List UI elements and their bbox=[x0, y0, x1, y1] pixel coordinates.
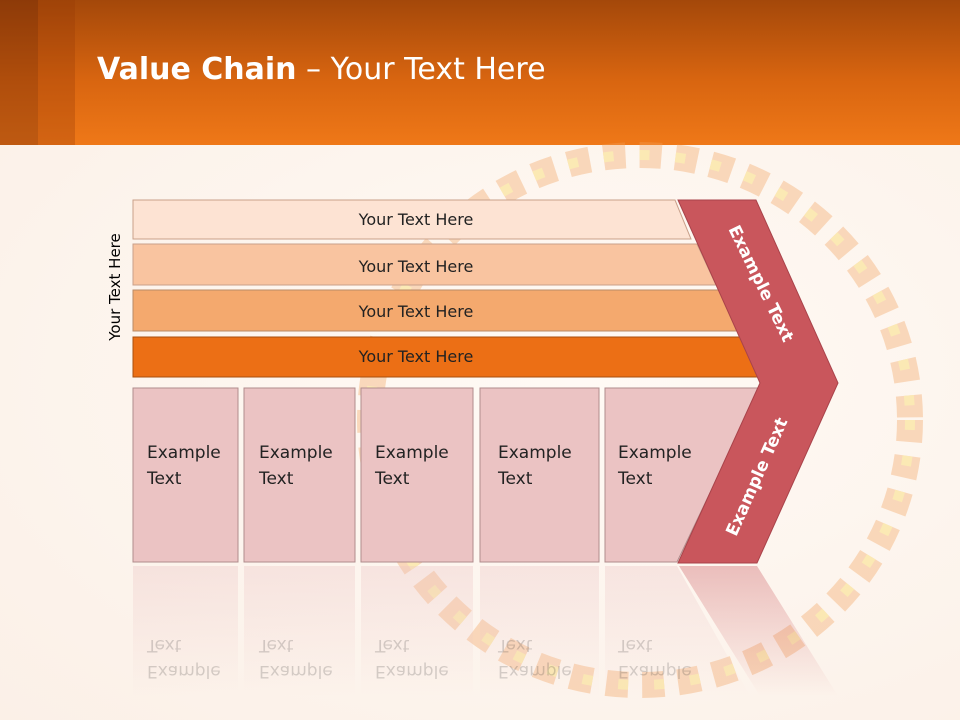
box-reflection bbox=[133, 566, 238, 696]
box-reflection bbox=[244, 566, 355, 696]
reflection-text-line: Text bbox=[618, 635, 653, 655]
reflection-text-line: Example bbox=[618, 661, 692, 681]
reflection-text: Example Text bbox=[618, 632, 692, 684]
reflection-text-line: Example bbox=[375, 661, 449, 681]
slide-title: Value Chain – Your Text Here bbox=[97, 52, 546, 87]
reflection-text-line: Example bbox=[259, 661, 333, 681]
activity-text-line: Example bbox=[498, 443, 572, 463]
activity-text-line: Text bbox=[147, 469, 182, 489]
activity-text-line: Text bbox=[618, 469, 653, 489]
row-bar-1 bbox=[132, 199, 692, 240]
reflection-text: Example Text bbox=[259, 632, 333, 684]
activity-text-line: Text bbox=[375, 469, 410, 489]
reflection-text: Example Text bbox=[498, 632, 572, 684]
header-stripe bbox=[38, 0, 75, 145]
reflection-text-line: Text bbox=[375, 635, 410, 655]
activity-box-1 bbox=[132, 387, 239, 563]
box-reflection bbox=[605, 566, 750, 696]
reflection-text-line: Text bbox=[498, 635, 533, 655]
reflection-text-line: Text bbox=[147, 635, 182, 655]
header-bar: Value Chain – Your Text Here bbox=[0, 0, 960, 145]
reflection-text: Example Text bbox=[375, 632, 449, 684]
row-label-1: Your Text Here bbox=[358, 210, 474, 229]
reflection-text-line: Text bbox=[259, 635, 294, 655]
reflection-text: Example Text bbox=[147, 632, 221, 684]
activity-text-line: Example bbox=[375, 443, 449, 463]
activity-box-4 bbox=[479, 387, 600, 563]
activity-text-line: Text bbox=[498, 469, 533, 489]
activity-text-line: Text bbox=[259, 469, 294, 489]
box-reflection bbox=[480, 566, 599, 696]
reflection-text-line: Example bbox=[498, 661, 572, 681]
title-bold: Value Chain bbox=[97, 52, 297, 87]
margin-chevron bbox=[677, 199, 839, 564]
box-reflection bbox=[361, 566, 473, 696]
row-label-4: Your Text Here bbox=[358, 347, 474, 366]
reflection-text-line: Example bbox=[147, 661, 221, 681]
row-label-2: Your Text Here bbox=[358, 257, 474, 276]
title-rest: – Your Text Here bbox=[296, 52, 546, 87]
activity-text-line: Example bbox=[259, 443, 333, 463]
header-stripe bbox=[0, 0, 38, 145]
side-label: Your Text Here bbox=[106, 233, 124, 341]
activity-box-5 bbox=[604, 387, 761, 563]
activity-box-2 bbox=[243, 387, 356, 563]
row-label-3: Your Text Here bbox=[358, 302, 474, 321]
activity-box-3 bbox=[360, 387, 474, 563]
activity-text-line: Example bbox=[147, 443, 221, 463]
chevron-reflection bbox=[679, 566, 838, 696]
activity-text-line: Example bbox=[618, 443, 692, 463]
